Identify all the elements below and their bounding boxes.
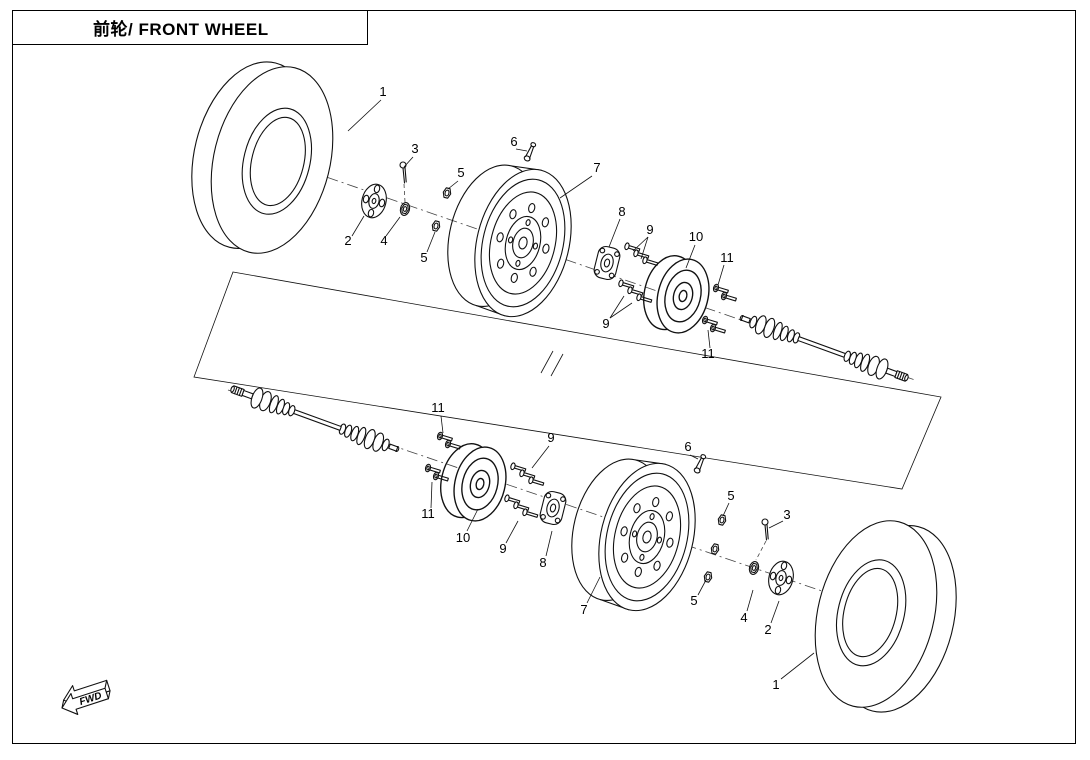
callout-11: 11 xyxy=(421,506,435,521)
callout-2: 2 xyxy=(764,622,771,637)
flange-bolt xyxy=(720,291,738,304)
callout-2: 2 xyxy=(344,233,351,248)
tire xyxy=(172,48,352,267)
castle-nut xyxy=(398,201,412,217)
break-marks xyxy=(540,350,564,377)
wheel-rim xyxy=(432,151,587,328)
wheel-hub xyxy=(591,244,623,282)
axle-centerline-top xyxy=(247,149,916,381)
callout-11: 11 xyxy=(431,400,445,415)
lug-nut xyxy=(430,219,442,233)
callout-9: 9 xyxy=(602,316,609,331)
callout-4: 4 xyxy=(380,233,387,248)
callout-7: 7 xyxy=(580,602,587,617)
page-title: 前轮/ FRONT WHEEL xyxy=(93,20,269,39)
callout-11: 11 xyxy=(701,346,715,361)
hub-bearing-carrier xyxy=(432,437,515,528)
valve-stem xyxy=(522,141,538,163)
callout-4: 4 xyxy=(740,610,747,625)
tire xyxy=(796,507,976,726)
front-wheel-assembly-bottom xyxy=(227,378,976,726)
fwd-label: FWD xyxy=(78,690,103,708)
callout-1: 1 xyxy=(772,677,779,692)
fwd-arrow: FWD xyxy=(61,679,111,715)
title-box: 前轮/ FRONT WHEEL xyxy=(12,10,368,45)
flange-bolt xyxy=(709,323,727,336)
pin-axis-line xyxy=(755,540,767,561)
callout-11: 11 xyxy=(720,250,734,265)
callout-7: 7 xyxy=(593,160,600,175)
wheel-studs xyxy=(503,461,545,520)
hub-bearing-carrier xyxy=(635,249,718,340)
hub-cap xyxy=(357,181,391,221)
callout-3: 3 xyxy=(411,141,418,156)
callout-10: 10 xyxy=(689,229,703,244)
callout-6: 6 xyxy=(510,134,517,149)
lug-nut xyxy=(702,570,714,584)
cotter-pin xyxy=(761,518,769,541)
callout-10: 10 xyxy=(456,530,470,545)
callout-1: 1 xyxy=(379,84,386,99)
callout-5: 5 xyxy=(727,488,734,503)
reference-frame xyxy=(193,271,942,490)
callout-8: 8 xyxy=(539,555,546,570)
callout-3: 3 xyxy=(783,507,790,522)
callout-6: 6 xyxy=(684,439,691,454)
pin-axis-line xyxy=(403,183,406,203)
callout-5: 5 xyxy=(457,165,464,180)
hub-cap xyxy=(764,558,798,598)
callout-9: 9 xyxy=(547,430,554,445)
flange-bolt xyxy=(444,439,462,452)
wheel-rim xyxy=(556,445,711,622)
callout-9: 9 xyxy=(499,541,506,556)
lug-nut xyxy=(709,542,721,556)
wheel-studs xyxy=(617,241,659,305)
callout-5: 5 xyxy=(690,593,697,608)
callout-8: 8 xyxy=(618,204,625,219)
page-border xyxy=(12,10,1076,744)
front-wheel-assembly-top xyxy=(172,48,912,389)
callout-9: 9 xyxy=(646,222,653,237)
wheel-hub xyxy=(537,489,569,527)
castle-nut xyxy=(747,560,761,576)
callout-5: 5 xyxy=(420,250,427,265)
callout-labels: 1 3 6 7 5 2 4 5 8 9 10 11 9 11 11 9 6 11… xyxy=(344,84,790,692)
leader-lines xyxy=(347,99,815,680)
lug-nut xyxy=(441,186,453,200)
cv-axle-shaft xyxy=(227,378,403,460)
lug-nut xyxy=(716,513,728,527)
